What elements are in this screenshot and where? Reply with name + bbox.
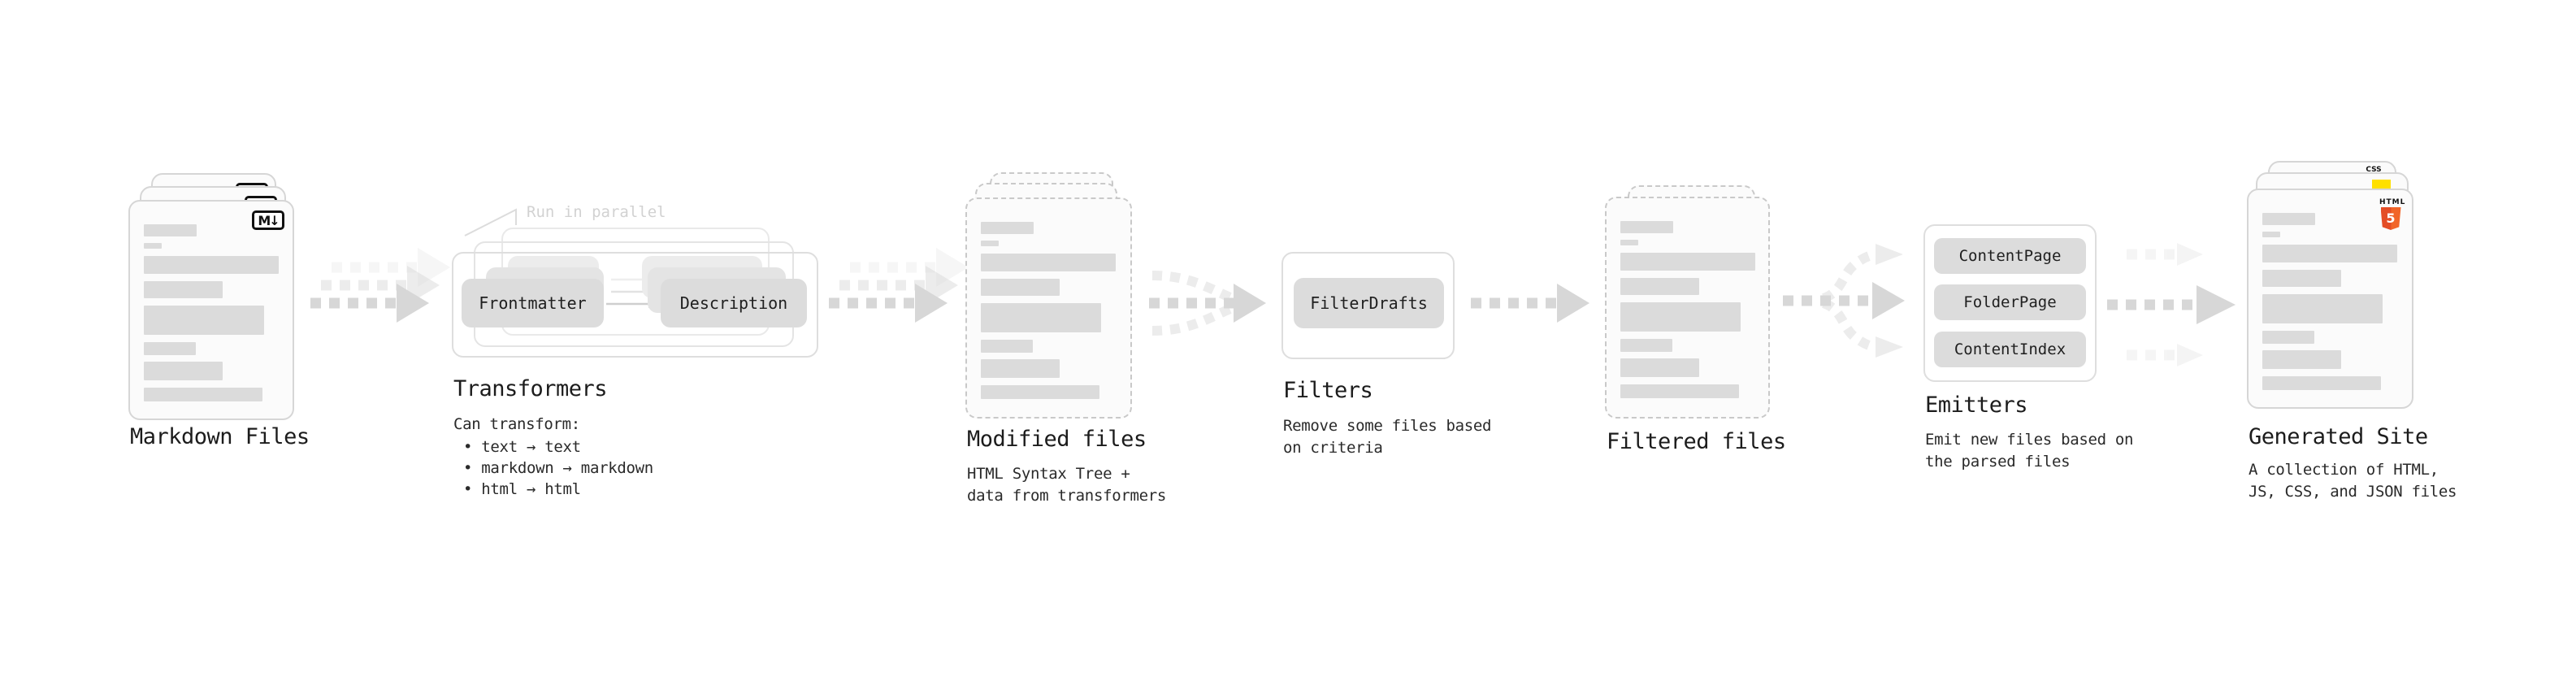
placeholder-bar xyxy=(144,224,197,236)
stage-generated-site: CSS HTML 5 Generated Site A collection o… xyxy=(2247,161,2474,518)
stage-title-filtered-files: Filtered files xyxy=(1607,429,1786,454)
flow-arrow-transformers-to-modified xyxy=(829,284,948,323)
js-icon xyxy=(2372,180,2391,191)
placeholder-bar xyxy=(144,281,223,298)
flow-arrow-modified-to-filters-merge xyxy=(1149,271,1266,336)
transformers-bullet: • html → html xyxy=(463,480,581,498)
file-content-placeholder xyxy=(144,224,279,401)
modified-file-card-front xyxy=(965,197,1132,419)
placeholder-bar xyxy=(2262,232,2280,237)
placeholder-bar xyxy=(2262,331,2314,344)
placeholder-bar xyxy=(1620,358,1699,377)
generated-site-description: JS, CSS, and JSON files xyxy=(2249,483,2457,501)
site-file-card-html: HTML 5 xyxy=(2247,189,2413,409)
placeholder-bar xyxy=(1620,384,1739,398)
modified-files-description: data from transformers xyxy=(967,487,1167,505)
placeholder-bar xyxy=(1620,278,1699,295)
placeholder-bar xyxy=(1620,221,1673,233)
placeholder-bar xyxy=(981,340,1033,353)
emitters-description: the parsed files xyxy=(1925,453,2071,471)
stage-title-emitters: Emitters xyxy=(1925,393,2028,418)
html5-icon: HTML 5 xyxy=(2379,198,2406,230)
emitters-container xyxy=(1923,224,2097,382)
flow-arrow-filtered-to-emitters-split xyxy=(1783,244,1905,358)
stage-markdown-files: M↓ M↓ M↓ Markdown Files xyxy=(128,173,340,482)
markdown-icon: M↓ xyxy=(252,210,284,230)
stage-emitters: ContentPage FolderPage ContentIndex Emit… xyxy=(1923,224,2135,484)
filtered-file-card-front xyxy=(1605,197,1770,419)
filters-container xyxy=(1281,252,1455,359)
file-content-placeholder xyxy=(1620,221,1755,398)
placeholder-bar xyxy=(2262,245,2397,262)
placeholder-bar xyxy=(2262,270,2341,287)
markdown-file-card-front: M↓ xyxy=(128,200,294,420)
placeholder-bar xyxy=(2262,350,2341,369)
generated-site-description: A collection of HTML, xyxy=(2249,461,2439,479)
stage-filters: FilterDrafts Filters Remove some files b… xyxy=(1281,252,1492,463)
filters-description: on criteria xyxy=(1283,439,1383,457)
placeholder-bar xyxy=(981,279,1060,296)
transformer-container-front xyxy=(452,252,818,358)
placeholder-bar xyxy=(1620,240,1638,245)
description-box: Description xyxy=(661,279,807,327)
placeholder-bar xyxy=(144,256,279,274)
filters-description: Remove some files based xyxy=(1283,417,1492,435)
stage-filtered-files: Filtered files xyxy=(1605,185,1816,462)
modified-files-description: HTML Syntax Tree + xyxy=(967,465,1130,483)
placeholder-bar xyxy=(1620,253,1755,271)
contentpage-box: ContentPage xyxy=(1934,238,2086,274)
placeholder-bar xyxy=(981,222,1034,234)
html5-icon-word: HTML xyxy=(2379,198,2406,206)
flow-arrow-markdown-to-transformers-ghost2 xyxy=(332,248,450,287)
contentindex-box: ContentIndex xyxy=(1934,332,2086,367)
placeholder-bar xyxy=(2262,213,2315,225)
placeholder-bar xyxy=(2262,294,2383,323)
placeholder-bar xyxy=(1620,302,1741,332)
placeholder-bar xyxy=(144,342,196,355)
file-content-placeholder xyxy=(2262,213,2397,390)
html5-icon-shield: 5 xyxy=(2380,207,2401,230)
stage-title-modified-files: Modified files xyxy=(967,427,1147,452)
frontmatter-box: Frontmatter xyxy=(462,279,604,327)
flow-arrow-markdown-to-transformers xyxy=(310,284,429,323)
placeholder-bar xyxy=(144,243,162,249)
flow-arrow-filters-to-filtered xyxy=(1471,284,1589,323)
annotation-leader-line xyxy=(464,208,517,236)
placeholder-bar xyxy=(144,306,264,335)
transformers-bullet: • markdown → markdown xyxy=(463,459,653,477)
stage-title-filters: Filters xyxy=(1283,378,1373,403)
placeholder-bar xyxy=(981,359,1060,378)
flow-arrow-transformers-to-modified-ghost2 xyxy=(850,248,969,287)
transformers-bullet: • text → text xyxy=(463,438,581,456)
placeholder-bar xyxy=(1620,339,1672,352)
annotation-run-in-parallel: Run in parallel xyxy=(527,203,666,221)
placeholder-bar xyxy=(2262,376,2381,390)
flow-arrows-emitters-to-site xyxy=(2107,243,2236,367)
stage-title-markdown-files: Markdown Files xyxy=(130,424,310,449)
emitters-description: Emit new files based on xyxy=(1925,431,2134,449)
placeholder-bar xyxy=(144,362,223,380)
filterdrafts-box: FilterDrafts xyxy=(1294,278,1444,328)
transformers-description-heading: Can transform: xyxy=(453,415,580,433)
file-content-placeholder xyxy=(981,222,1116,399)
stage-modified-files: Modified files HTML Syntax Tree + data f… xyxy=(965,172,1177,514)
stage-title-generated-site: Generated Site xyxy=(2249,424,2428,449)
placeholder-bar xyxy=(981,241,999,246)
stage-title-transformers: Transformers xyxy=(453,376,608,401)
placeholder-bar xyxy=(981,303,1101,332)
folderpage-box: FolderPage xyxy=(1934,284,2086,320)
placeholder-bar xyxy=(144,388,262,401)
placeholder-bar xyxy=(981,254,1116,271)
stage-transformers: Run in parallel Frontmatter Description … xyxy=(452,202,834,510)
placeholder-bar xyxy=(981,385,1099,399)
css-icon: CSS xyxy=(2366,167,2382,179)
